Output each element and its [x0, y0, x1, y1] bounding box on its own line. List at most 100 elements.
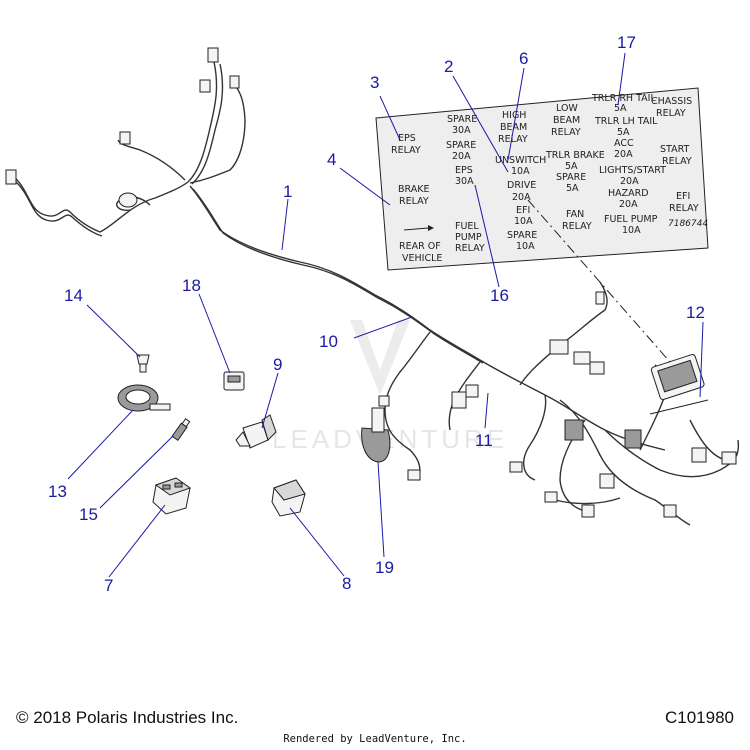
callout-numbers: 1 2 3 4 6 7 8 9 10 11 12 13 14 15 16 17 …: [48, 33, 705, 595]
decal-chassis-relay: CHASSIS RELAY: [651, 96, 692, 119]
decal-eps-relay: EPS RELAY: [391, 133, 421, 156]
decal-trlr-brake: TRLR BRAKE 5A: [545, 150, 605, 172]
decal-efi-relay: EFI RELAY: [669, 191, 699, 214]
leader-lines: [67, 52, 704, 578]
svg-text:10A: 10A: [511, 166, 530, 177]
svg-text:ACC: ACC: [614, 138, 634, 149]
connector: [207, 47, 219, 63]
connector: [599, 473, 615, 489]
svg-text:PUMP: PUMP: [455, 232, 482, 243]
connector: [595, 291, 605, 305]
callout-9: 9: [273, 355, 282, 374]
decal-trlr-rh-tail: TRLR RH TAIL 5A: [591, 93, 656, 114]
svg-text:10A: 10A: [516, 241, 535, 252]
decal-hazard-20a: HAZARD 20A: [608, 188, 649, 210]
connector: [544, 491, 558, 503]
svg-text:BEAM: BEAM: [553, 115, 580, 126]
svg-text:HAZARD: HAZARD: [608, 188, 649, 199]
connector: [624, 429, 642, 449]
connector: [451, 391, 467, 409]
svg-text:SPARE: SPARE: [447, 114, 477, 125]
decal-acc-20a: ACC 20A: [614, 138, 634, 160]
svg-text:START: START: [660, 144, 690, 155]
connector: [589, 361, 605, 375]
callout-10: 10: [319, 332, 338, 351]
connector: [721, 451, 737, 465]
svg-text:EFI: EFI: [676, 191, 690, 202]
harness-clamp-part: [361, 407, 391, 463]
svg-text:10A: 10A: [514, 216, 533, 227]
callout-17: 17: [617, 33, 636, 52]
rendered-by-text: Rendered by LeadVenture, Inc.: [283, 733, 467, 745]
svg-text:EFI: EFI: [516, 205, 530, 216]
terminal-boot-part: [235, 414, 277, 449]
decal-eps-30a: EPS 30A: [455, 165, 474, 187]
svg-text:10A: 10A: [622, 225, 641, 236]
svg-text:5A: 5A: [566, 183, 579, 194]
callout-11: 11: [475, 431, 493, 450]
decal-drive-20a: DRIVE 20A: [507, 180, 536, 203]
connector: [549, 339, 569, 355]
callout-3: 3: [370, 73, 379, 92]
connector: [581, 504, 595, 518]
wire-harness: [5, 47, 740, 526]
callout-4: 4: [327, 150, 336, 169]
connector: [229, 75, 240, 89]
decal-rear-arrow: [403, 225, 434, 231]
svg-text:TRLR BRAKE: TRLR BRAKE: [545, 150, 605, 161]
decal-brake-relay: BRAKE RELAY: [398, 184, 429, 207]
decal-unswitch-10a: UNSWITCH 10A: [495, 155, 546, 177]
callout-19: 19: [375, 558, 394, 577]
connector: [663, 504, 677, 518]
svg-text:5A: 5A: [614, 103, 627, 114]
svg-text:REAR OF: REAR OF: [399, 241, 441, 252]
svg-text:SPARE: SPARE: [556, 172, 586, 183]
svg-text:TRLR RH TAIL: TRLR RH TAIL: [591, 93, 656, 104]
callout-18: 18: [182, 276, 201, 295]
decal-fuel-pump-10a: FUEL PUMP 10A: [604, 214, 658, 236]
push-rivet-part: [136, 354, 150, 373]
svg-text:EPS: EPS: [398, 133, 416, 144]
connector: [691, 447, 707, 463]
svg-text:30A: 30A: [455, 176, 474, 187]
connector: [407, 469, 421, 481]
svg-text:30A: 30A: [452, 125, 471, 136]
svg-text:RELAY: RELAY: [399, 196, 429, 207]
svg-text:5A: 5A: [617, 127, 630, 138]
relay-part: [152, 477, 192, 515]
svg-text:20A: 20A: [512, 192, 531, 203]
connector: [5, 169, 17, 185]
svg-text:TRLR LH TAIL: TRLR LH TAIL: [594, 116, 658, 127]
diagram-code: C101980: [664, 708, 734, 727]
decal-low-beam-relay: LOW BEAM RELAY: [551, 103, 581, 138]
flasher-module-part: [271, 479, 306, 517]
connector: [118, 192, 138, 208]
decal-part-code: 7186744: [668, 219, 708, 229]
decal-spare-10a: SPARE 10A: [507, 230, 537, 252]
svg-text:HIGH: HIGH: [502, 110, 526, 121]
decal-rear-of-vehicle: REAR OF VEHICLE: [399, 241, 442, 264]
svg-text:LIGHTS/START: LIGHTS/START: [599, 165, 666, 176]
connector: [573, 351, 591, 365]
cable-clamp-part: [117, 384, 171, 412]
connector: [119, 131, 131, 145]
svg-text:RELAY: RELAY: [656, 108, 686, 119]
callout-12: 12: [686, 303, 705, 322]
svg-text:RELAY: RELAY: [455, 243, 485, 254]
svg-text:SPARE: SPARE: [507, 230, 537, 241]
svg-text:20A: 20A: [619, 199, 638, 210]
decal-lights-start: LIGHTS/START 20A: [599, 165, 666, 187]
svg-text:RELAY: RELAY: [551, 127, 581, 138]
svg-text:CHASSIS: CHASSIS: [651, 96, 692, 107]
connector: [378, 395, 390, 407]
connector: [564, 419, 584, 441]
decal-fuel-pump-relay: FUEL PUMP RELAY: [455, 221, 485, 254]
decal-spare-20a: SPARE 20A: [446, 140, 476, 162]
svg-text:20A: 20A: [620, 176, 639, 187]
svg-text:UNSWITCH: UNSWITCH: [495, 155, 546, 166]
svg-text:RELAY: RELAY: [498, 134, 528, 145]
connector: [465, 384, 479, 398]
svg-text:FUEL: FUEL: [455, 221, 479, 232]
decal-spare-5a: SPARE 5A: [556, 172, 586, 194]
